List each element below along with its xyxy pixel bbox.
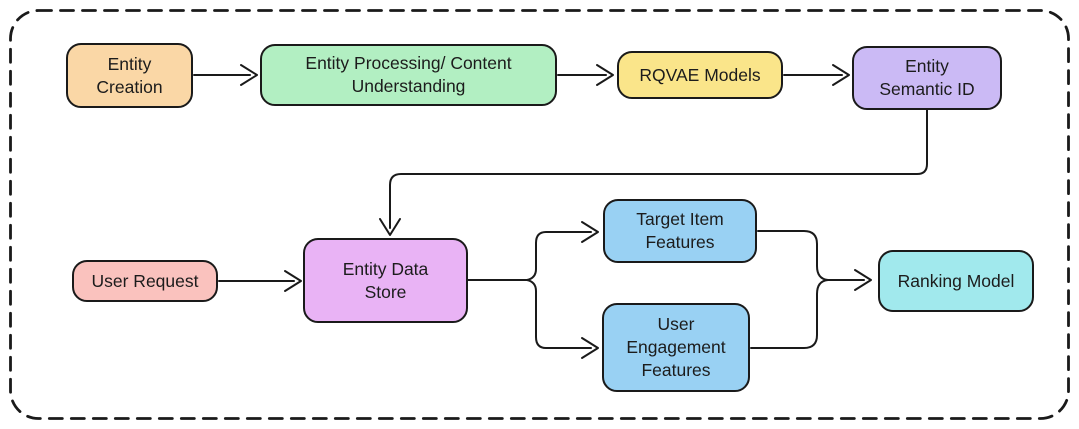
node-ranking-model: Ranking Model [878, 250, 1034, 312]
node-user-request: User Request [72, 260, 218, 302]
node-label: Entity Processing/ Content Understanding [305, 53, 512, 96]
edge-entity-creation-to-entity-processing [193, 64, 258, 86]
node-label: User Request [91, 270, 199, 291]
node-target-item-features: Target Item Features [603, 199, 757, 263]
edge-entity-processing-to-rqvae-models [557, 64, 614, 86]
node-rqvae-models: RQVAE Models [617, 51, 783, 99]
node-entity-creation: Entity Creation [66, 43, 193, 108]
node-user-engagement-features: User Engagement Features [602, 303, 750, 392]
node-entity-semantic-id: Entity Semantic ID [852, 46, 1002, 110]
node-label: RQVAE Models [639, 64, 761, 85]
edge-target-item-features-to-ranking-model [757, 230, 829, 281]
edge-entity-data-store-to-user-engagement-features [526, 279, 599, 359]
node-label: Target Item Features [636, 209, 724, 252]
edge-user-request-to-entity-data-store [218, 270, 302, 292]
dashed-frame [9, 9, 1070, 420]
node-entity-data-store: Entity Data Store [303, 238, 468, 323]
edge-entity-data-store-to-target-item-features [467, 221, 599, 281]
node-label: Ranking Model [897, 270, 1015, 291]
node-label: Entity Data Store [342, 258, 429, 302]
node-label: Entity Semantic ID [879, 56, 975, 99]
edge-rqvae-models-to-entity-semantic-id [783, 64, 850, 86]
node-label: User Engagement Features [626, 314, 726, 380]
node-entity-processing-content-understanding: Entity Processing/ Content Understanding [260, 44, 557, 106]
node-label: Entity Creation [96, 53, 163, 97]
edge-entity-semantic-id-to-entity-data-store [379, 109, 928, 236]
edge-user-engagement-features-to-ranking-model [750, 269, 872, 349]
